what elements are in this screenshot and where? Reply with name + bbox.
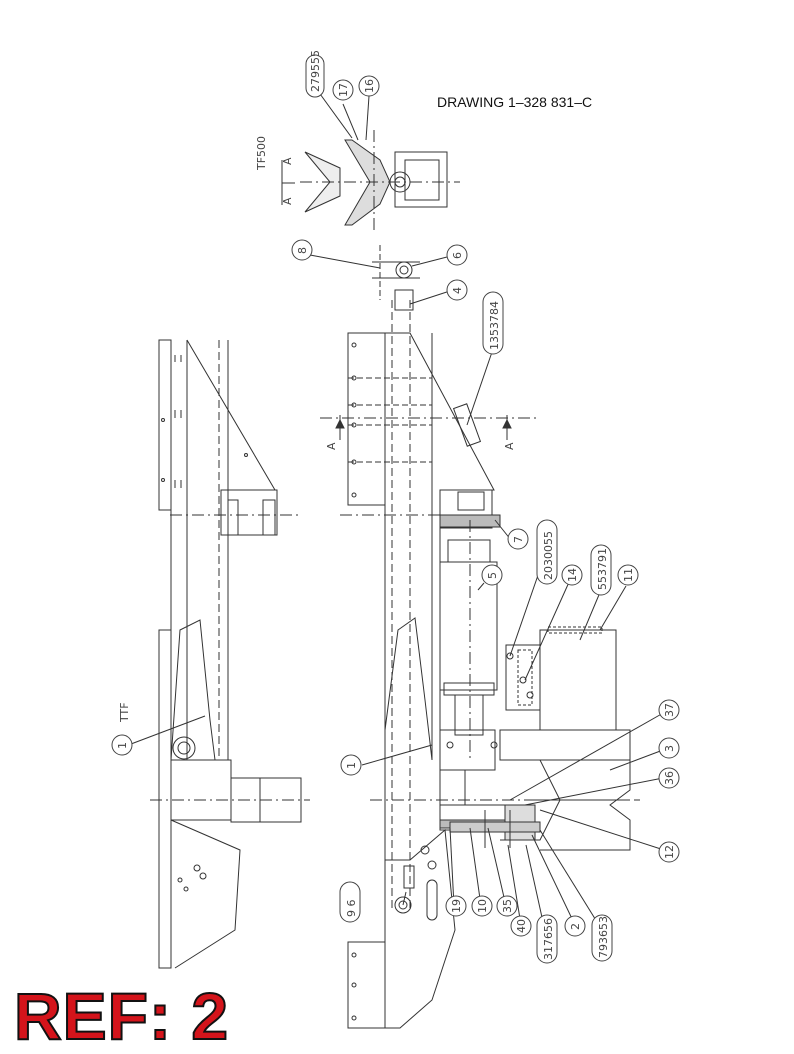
balloon-317656: 317656 bbox=[536, 914, 558, 964]
svg-text:317656: 317656 bbox=[542, 918, 555, 960]
balloon-1-main: 1 bbox=[340, 754, 362, 776]
svg-text:1: 1 bbox=[345, 762, 358, 769]
svg-text:5: 5 bbox=[486, 572, 499, 579]
svg-text:36: 36 bbox=[663, 771, 676, 785]
balloon-4: 4 bbox=[446, 279, 468, 301]
balloon-37: 37 bbox=[658, 699, 680, 721]
balloon-8: 8 bbox=[291, 239, 313, 261]
svg-text:553791: 553791 bbox=[596, 548, 609, 590]
balloon-5: 5 bbox=[481, 564, 503, 586]
svg-text:40: 40 bbox=[515, 919, 528, 933]
arrow-a-label-2: A bbox=[503, 442, 516, 450]
balloon-1353784: 1353784 bbox=[482, 291, 504, 355]
balloon-40: 40 bbox=[510, 915, 532, 937]
balloon-793653: 793653 bbox=[591, 914, 613, 962]
svg-text:35: 35 bbox=[501, 899, 514, 913]
section-a-label-2: A bbox=[281, 157, 294, 165]
balloon-17: 17 bbox=[332, 79, 354, 101]
view-labels: TF500 TTF A A A A bbox=[118, 136, 516, 723]
svg-text:10: 10 bbox=[476, 899, 489, 913]
balloon-6: 6 bbox=[446, 244, 468, 266]
left-frame-view bbox=[130, 339, 310, 969]
svg-text:17: 17 bbox=[337, 83, 350, 97]
balloon-16: 16 bbox=[358, 75, 380, 97]
arrow-a-label-1: A bbox=[325, 442, 338, 450]
balloon-553791: 553791 bbox=[590, 544, 612, 596]
svg-text:11: 11 bbox=[622, 568, 635, 582]
svg-text:19: 19 bbox=[450, 899, 463, 913]
balloon-14: 14 bbox=[561, 564, 583, 586]
svg-text:16: 16 bbox=[363, 79, 376, 93]
svg-text:1353784: 1353784 bbox=[488, 301, 501, 350]
pin-detail bbox=[309, 245, 448, 300]
section-arrows bbox=[335, 403, 512, 447]
balloon-2: 2 bbox=[564, 915, 586, 937]
svg-text:8: 8 bbox=[296, 247, 309, 254]
svg-text:7: 7 bbox=[512, 536, 525, 543]
svg-text:14: 14 bbox=[566, 568, 579, 582]
balloon-10: 10 bbox=[471, 895, 493, 917]
svg-text:37: 37 bbox=[663, 703, 676, 717]
svg-text:1: 1 bbox=[116, 742, 129, 749]
svg-text:2: 2 bbox=[569, 923, 582, 930]
right-gearbox-view bbox=[449, 626, 631, 851]
svg-text:793653: 793653 bbox=[597, 916, 610, 958]
main-frame-view bbox=[320, 289, 640, 1029]
balloon-3: 3 bbox=[658, 737, 680, 759]
balloon-35: 35 bbox=[496, 895, 518, 917]
balloon-12: 12 bbox=[658, 841, 680, 863]
svg-text:279555: 279555 bbox=[309, 50, 322, 92]
ref-stamp: REF: 2 bbox=[13, 978, 230, 1054]
drawing-title: DRAWING 1–328 831–C bbox=[437, 94, 593, 110]
section-a-label-1: A bbox=[281, 197, 294, 205]
balloon-9-6: 9 6 bbox=[339, 881, 361, 923]
ttf-label: TTF bbox=[118, 702, 131, 723]
svg-text:6: 6 bbox=[451, 252, 464, 259]
balloon-36: 36 bbox=[658, 767, 680, 789]
leader-lines bbox=[314, 86, 666, 941]
balloon-11: 11 bbox=[617, 564, 639, 586]
svg-text:2030055: 2030055 bbox=[542, 531, 555, 580]
balloon-19: 19 bbox=[445, 895, 467, 917]
balloons: 279555 17 16 8 6 4 1353784 7 5 2030055 1… bbox=[111, 50, 680, 964]
svg-text:4: 4 bbox=[451, 287, 464, 294]
balloon-7: 7 bbox=[507, 528, 529, 550]
svg-text:3: 3 bbox=[663, 745, 676, 752]
balloon-279555: 279555 bbox=[305, 50, 325, 98]
balloon-1-left: 1 bbox=[111, 734, 133, 756]
svg-text:9 6: 9 6 bbox=[345, 900, 358, 918]
balloon-2030055: 2030055 bbox=[536, 519, 558, 585]
svg-text:12: 12 bbox=[663, 845, 676, 859]
section-a-a-view bbox=[281, 130, 460, 232]
tf500-label: TF500 bbox=[255, 136, 268, 171]
